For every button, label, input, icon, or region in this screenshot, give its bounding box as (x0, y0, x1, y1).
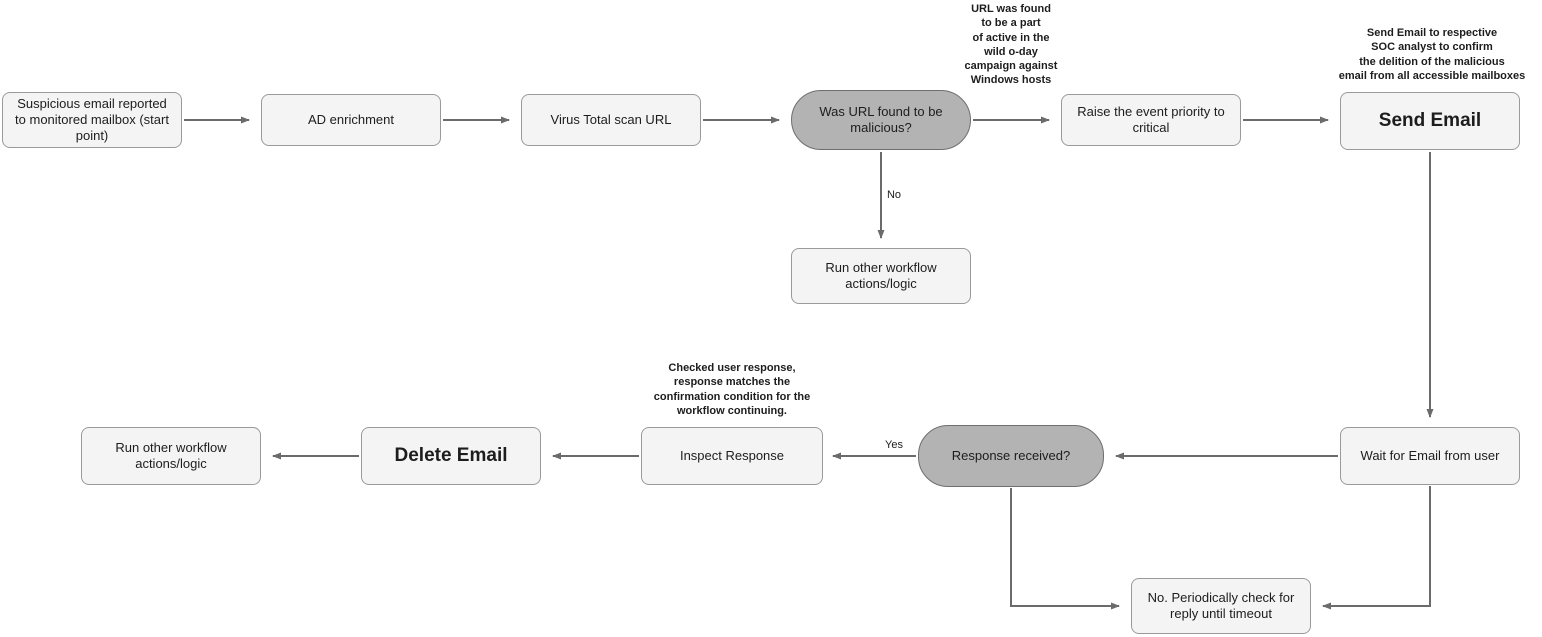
node-label: Raise the event priority to critical (1077, 103, 1225, 135)
node-label: Run other workflow actions/logic (825, 259, 937, 291)
node-send[interactable]: Send Email (1340, 92, 1520, 150)
node-runother1[interactable]: Run other workflow actions/logic (791, 248, 971, 304)
node-inspect[interactable]: Inspect Response (641, 427, 823, 485)
edge-label-lbl-yes: Yes (885, 439, 903, 451)
node-label: Suspicious email reported to monitored m… (15, 95, 169, 144)
node-label: Wait for Email from user (1360, 447, 1500, 463)
node-vt[interactable]: Virus Total scan URL (521, 94, 701, 146)
node-label: Delete Email (394, 445, 508, 467)
node-label: Response received? (951, 447, 1071, 463)
node-decision1[interactable]: Was URL found to be malicious? (791, 90, 971, 150)
edge-label-lbl-socmail: Send Email to respective SOC analyst to … (1338, 27, 1526, 82)
connector-decision2-periodic (1010, 488, 1120, 610)
node-periodic[interactable]: No. Periodically check for reply until t… (1131, 578, 1311, 634)
node-label: Virus Total scan URL (550, 111, 672, 127)
node-runother2[interactable]: Run other workflow actions/logic (81, 427, 261, 485)
edge-label-lbl-checked: Checked user response, response matches … (653, 362, 811, 417)
connector-periodic-wait (1322, 486, 1431, 610)
node-ad[interactable]: AD enrichment (261, 94, 441, 146)
node-label: Send Email (1378, 110, 1482, 132)
node-label: Inspect Response (679, 447, 785, 463)
node-wait[interactable]: Wait for Email from user (1340, 427, 1520, 485)
node-label: No. Periodically check for reply until t… (1147, 589, 1295, 621)
edge-label-lbl-zeroday: URL was found to be a part of active in … (964, 3, 1058, 87)
node-decision2[interactable]: Response received? (918, 425, 1104, 487)
node-start[interactable]: Suspicious email reported to monitored m… (2, 92, 182, 148)
node-delete[interactable]: Delete Email (361, 427, 541, 485)
node-label: Was URL found to be malicious? (819, 103, 943, 135)
node-label: Run other workflow actions/logic (115, 439, 227, 471)
edge-label-lbl-no: No (886, 189, 902, 201)
node-raise[interactable]: Raise the event priority to critical (1061, 94, 1241, 146)
node-label: AD enrichment (308, 111, 394, 127)
